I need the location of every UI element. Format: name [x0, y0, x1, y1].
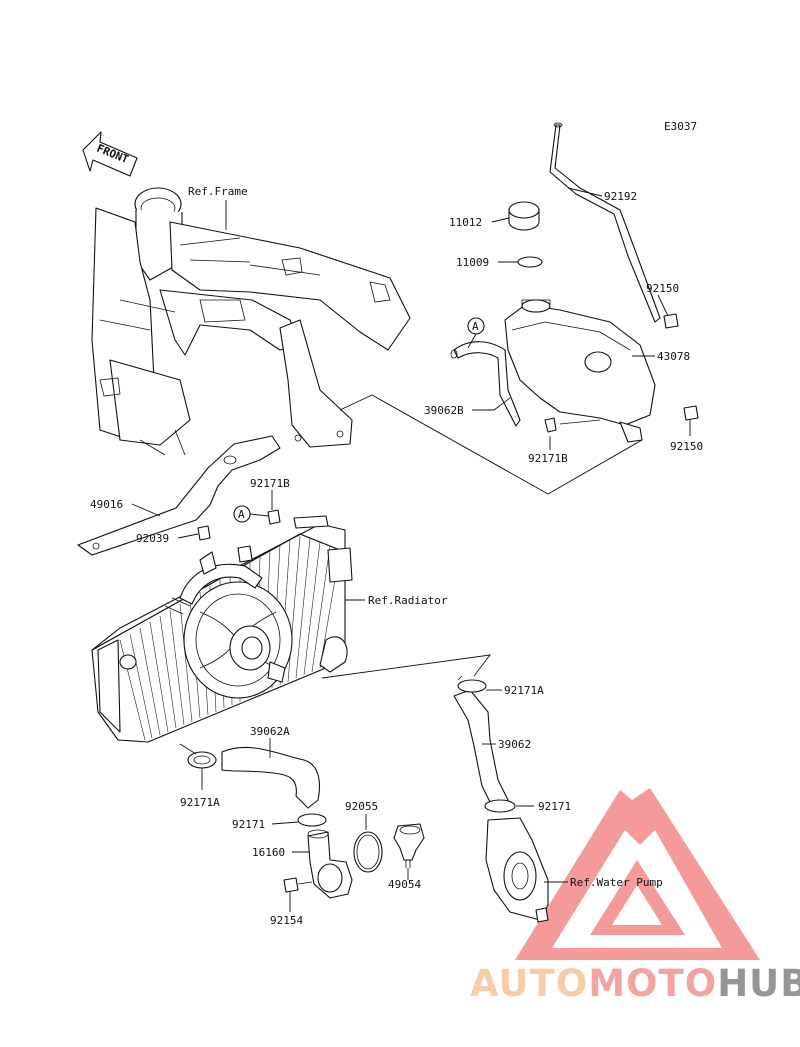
- leader-11012: [491, 217, 510, 223]
- collar-92039: [197, 525, 211, 541]
- water-pump-hose: [453, 689, 509, 811]
- leader-92171-left: [271, 821, 299, 825]
- label-92154: 92154: [270, 914, 303, 927]
- breather-hose: [450, 341, 521, 427]
- label-92171-right: 92171: [538, 800, 571, 813]
- radiator-hose-39062a: [221, 746, 321, 809]
- bolt-92150-top: [663, 313, 679, 329]
- watermark-logo: AUTOMOTOHUB: [470, 788, 800, 1005]
- label-39062: 39062: [498, 738, 531, 751]
- radiator-fan: [164, 545, 293, 699]
- label-92171a-right: 92171A: [504, 684, 544, 697]
- label-92171b: 92171B: [250, 477, 290, 490]
- front-arrow-icon: FRONT: [82, 131, 138, 177]
- water-pump: [485, 817, 549, 923]
- bolt-92150-bottom: [683, 405, 699, 421]
- label-92171-left: 92171: [232, 818, 265, 831]
- reservoir-cap: [508, 201, 540, 231]
- o-ring-92055: [353, 831, 383, 873]
- hose-clamp-92171b: [267, 509, 329, 529]
- bolt-92154: [283, 877, 313, 893]
- label-ref-radiator: Ref.Radiator: [368, 594, 448, 607]
- radiator-bracket: [77, 435, 281, 556]
- svg-text:AUTOMOTOHUB: AUTOMOTOHUB: [470, 962, 800, 1005]
- label-49054: 49054: [388, 878, 421, 891]
- hose-clamp-92171-right: [484, 799, 516, 813]
- label-92150-top: 92150: [646, 282, 679, 295]
- label-92039: 92039: [136, 532, 169, 545]
- watermark-auto: AUTO: [470, 962, 588, 1005]
- ref-frame-label: Ref.Frame: [188, 185, 248, 198]
- overflow-hose: [549, 122, 661, 323]
- leader-92039: [177, 533, 199, 539]
- callout-a-radiator-label: A: [238, 508, 245, 521]
- frame-illustration: [91, 187, 411, 456]
- thermostat-housing: [307, 829, 353, 899]
- label-92150-bottom: 92150: [670, 440, 703, 453]
- label-49016: 49016: [90, 498, 123, 511]
- callout-a-radiator: A: [233, 505, 269, 523]
- diagram-code: E3037: [664, 120, 697, 133]
- leader-92150-top: [657, 294, 669, 317]
- hose-clamp-92171a-right: [457, 675, 487, 693]
- label-92171b-tank: 92171B: [528, 452, 568, 465]
- leader-92171a-left: [179, 743, 203, 790]
- label-39062b: 39062B: [424, 404, 464, 417]
- reservoir-mount-leader: [339, 394, 643, 495]
- label-43078: 43078: [657, 350, 690, 363]
- label-11012: 11012: [449, 216, 482, 229]
- hose-clamp-92171-left: [297, 813, 327, 827]
- hose-clamp-92171a-left: [187, 751, 217, 769]
- label-92192: 92192: [604, 190, 637, 203]
- label-ref-water-pump: Ref.Water Pump: [570, 876, 663, 889]
- watermark-hub: HUB: [717, 962, 800, 1005]
- label-92171a-left: 92171A: [180, 796, 220, 809]
- label-11009: 11009: [456, 256, 489, 269]
- watermark-inner-triangle-icon: [590, 860, 685, 935]
- radiator-hose-leader: [321, 654, 492, 679]
- ref-frame-callout: Ref.Frame: [188, 185, 248, 230]
- hose-clamp-92171b-tank: [544, 417, 601, 433]
- reservoir-tank: [504, 299, 656, 443]
- thermostat-49054: [393, 823, 425, 868]
- callout-a-tank-label: A: [472, 320, 479, 333]
- leader-92192: [567, 187, 603, 197]
- label-16160: 16160: [252, 846, 285, 859]
- watermark-moto: MOTO: [588, 962, 717, 1005]
- leader-49016: [131, 503, 161, 517]
- label-39062a: 39062A: [250, 725, 290, 738]
- label-92055: 92055: [345, 800, 378, 813]
- watermark-triangle-icon: [515, 788, 760, 960]
- leader-39062b: [472, 397, 511, 411]
- callout-a-tank: A: [467, 317, 485, 349]
- cap-seal: [517, 256, 543, 268]
